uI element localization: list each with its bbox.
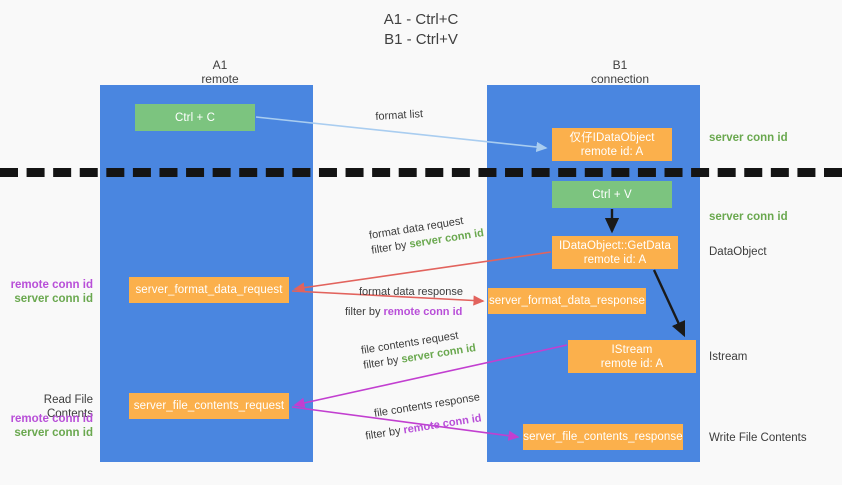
arrow-format-data-request xyxy=(293,251,552,293)
column-header-a1: A1 remote xyxy=(130,58,310,86)
note-istream: Istream xyxy=(709,351,748,363)
node-ctrl-c-label: Ctrl + C xyxy=(174,111,216,124)
arrow-format-list xyxy=(255,116,548,153)
node-server-file-contents-response-label: server_file_contents_response xyxy=(523,431,683,443)
note-server-conn-id-1: server conn id xyxy=(14,293,93,305)
filter-prefix: filter by xyxy=(345,306,384,318)
node-getdata-title: IDataObject::GetData xyxy=(559,239,671,252)
node-idataobject-getdata[interactable]: IDataObject::GetData remote id: A xyxy=(552,236,678,269)
arrow-format-data-response xyxy=(291,290,485,306)
node-ctrl-v[interactable]: Ctrl + V xyxy=(552,181,672,208)
node-istream[interactable]: IStream remote id: A xyxy=(568,340,696,373)
column-header-b1: B1 connection xyxy=(530,58,710,86)
note-remote-conn-id-1: remote conn id xyxy=(10,279,93,291)
arrow-file-contents-request xyxy=(293,344,568,408)
filter-value-remote-conn-id: remote conn id xyxy=(383,306,463,318)
node-server-format-data-request-label: server_format_data_request xyxy=(135,284,283,296)
node-idataobject-title: 仅仔IDataObject xyxy=(569,131,655,144)
note-write-file-contents: Write File Contents xyxy=(709,432,807,444)
title-line-1: A1 - Ctrl+C xyxy=(383,11,459,28)
node-server-format-data-response-label: server_format_data_response xyxy=(488,295,646,307)
edge-label-format-list-text: format list xyxy=(375,108,424,123)
note-dataobject: DataObject xyxy=(709,246,767,258)
arrow-getdata-to-istream xyxy=(652,269,686,338)
node-istream-title: IStream xyxy=(611,343,653,356)
note-conn-ids-format: remote conn id server conn id xyxy=(0,278,93,306)
column-header-a1-name: A1 xyxy=(212,58,228,72)
note-conn-ids-file: remote conn id server conn id xyxy=(0,412,93,440)
node-idataobject[interactable]: 仅仔IDataObject remote id: A xyxy=(552,128,672,161)
node-ctrl-v-label: Ctrl + V xyxy=(592,188,632,201)
note-remote-conn-id-2: remote conn id xyxy=(10,413,93,425)
edge-label-format-data-response-text: format data response xyxy=(359,286,463,298)
phase-divider xyxy=(0,168,842,177)
node-ctrl-c[interactable]: Ctrl + C xyxy=(135,104,255,131)
column-header-b1-name: B1 xyxy=(612,58,628,72)
column-header-a1-role: remote xyxy=(201,72,239,86)
edge-label-format-data-response-filter: filter by remote conn id xyxy=(345,305,463,320)
note-server-conn-id-2: server conn id xyxy=(14,427,93,439)
node-server-format-data-response[interactable]: server_format_data_response xyxy=(488,288,646,314)
edge-label-format-list: format list xyxy=(375,107,424,125)
node-server-format-data-request[interactable]: server_format_data_request xyxy=(129,277,289,303)
edge-label-format-data-response: format data response filter by remote co… xyxy=(345,285,463,320)
node-server-file-contents-request-label: server_file_contents_request xyxy=(133,400,285,412)
column-header-b1-role: connection xyxy=(590,72,650,86)
title-line-2: B1 - Ctrl+V xyxy=(384,31,458,48)
node-idataobject-subtitle: remote id: A xyxy=(580,145,644,158)
page-title: A1 - Ctrl+C B1 - Ctrl+V xyxy=(0,10,842,50)
node-getdata-subtitle: remote id: A xyxy=(583,253,647,266)
note-server-conn-id-top: server conn id xyxy=(709,132,788,144)
node-istream-subtitle: remote id: A xyxy=(600,357,664,370)
node-server-file-contents-request[interactable]: server_file_contents_request xyxy=(129,393,289,419)
note-server-conn-id-mid: server conn id xyxy=(709,211,788,223)
note-read-file-contents: Read File Contents xyxy=(43,394,93,420)
arrow-file-contents-response xyxy=(291,406,520,441)
node-server-file-contents-response[interactable]: server_file_contents_response xyxy=(523,424,683,450)
